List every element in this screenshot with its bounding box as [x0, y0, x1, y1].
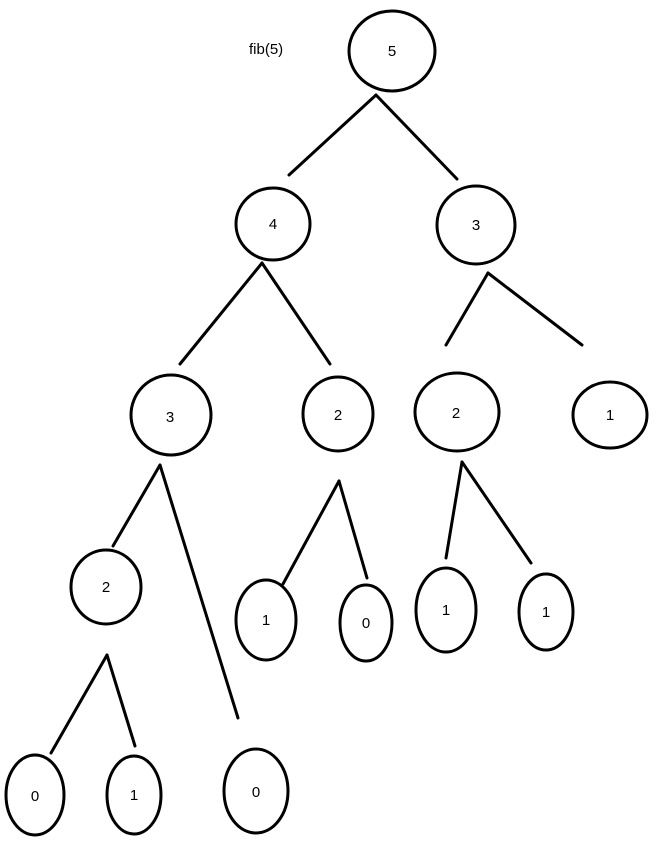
edge-5-4: [287, 93, 378, 177]
tree-node: 2: [301, 375, 375, 453]
edge-3-1: [486, 271, 584, 347]
node-ellipse: [222, 747, 290, 835]
edge-4-2: [260, 261, 332, 366]
node-ellipse: [517, 572, 575, 652]
edge-3l-2: [111, 463, 162, 548]
node-ellipse: [129, 373, 213, 457]
node-label: 1: [262, 612, 270, 629]
tree-node: 1: [571, 380, 649, 450]
tree-node: 1: [414, 566, 478, 654]
edge-2m-1: [281, 479, 341, 586]
tree-node: 3: [129, 373, 213, 457]
node-ellipse: [435, 184, 517, 266]
tree-node: 4: [234, 186, 312, 262]
node-ellipse: [571, 380, 649, 450]
node-label: 0: [362, 615, 370, 632]
node-ellipse: [338, 583, 394, 663]
tree-node: 5: [347, 9, 437, 93]
tree-node: 0: [4, 753, 66, 837]
node-label: 2: [334, 407, 342, 424]
edge-2ll-1: [49, 653, 109, 755]
node-ellipse: [105, 754, 163, 836]
node-ellipse: [234, 186, 312, 262]
edge-4-3: [178, 261, 264, 366]
edge-3-2: [444, 271, 490, 347]
edge-2r-1: [444, 460, 464, 560]
tree-node: 0: [222, 747, 290, 835]
node-label: 1: [606, 407, 614, 424]
node-label: 1: [130, 787, 138, 804]
node-ellipse: [347, 9, 437, 93]
node-label: 1: [542, 604, 550, 621]
tree-node: 0: [338, 583, 394, 663]
edge-2r-0: [460, 460, 533, 565]
node-ellipse: [69, 548, 143, 626]
node-ellipse: [414, 566, 478, 654]
node-ellipse: [234, 578, 298, 662]
tree-node: 1: [105, 754, 163, 836]
tree-node: 2: [413, 371, 501, 453]
node-label: 3: [166, 409, 174, 426]
node-label: 2: [452, 405, 460, 422]
tree-node: 1: [517, 572, 575, 652]
tree-node: 2: [69, 548, 143, 626]
edge-2m-0: [337, 479, 369, 580]
node-label: 2: [102, 579, 110, 596]
node-ellipse: [4, 753, 66, 837]
edge-5-3: [374, 93, 459, 181]
node-label: 1: [442, 602, 450, 619]
node-ellipse: [301, 375, 375, 453]
tree-nodes: 5 4 3 3 2 2 1 2: [4, 9, 649, 837]
node-label: 0: [252, 784, 260, 801]
node-ellipse: [413, 371, 501, 453]
diagram-title: fib(5): [249, 41, 283, 58]
tree-node: 3: [435, 184, 517, 266]
tree-node: 1: [234, 578, 298, 662]
edge-2ll-0: [105, 653, 137, 748]
tree-edges: [49, 93, 584, 755]
node-label: 5: [388, 43, 396, 60]
node-label: 3: [472, 217, 480, 234]
node-label: 0: [31, 788, 39, 805]
node-label: 4: [269, 216, 277, 233]
edge-3l-1: [158, 463, 240, 720]
